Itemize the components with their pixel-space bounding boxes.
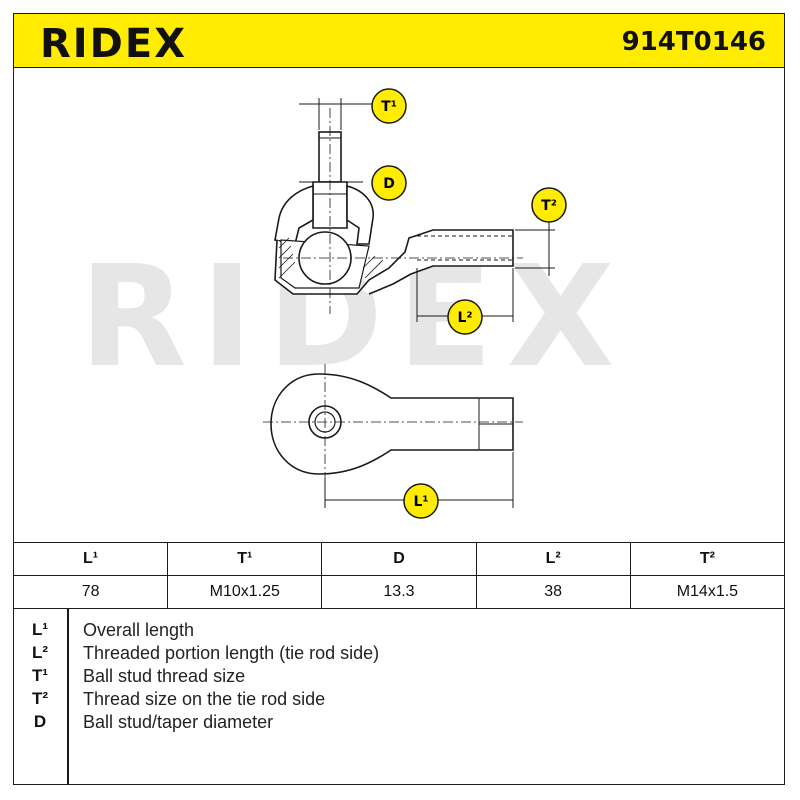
brand-logo: RIDEX [40, 21, 188, 67]
legend-divider [67, 609, 69, 785]
legend-item: D Ball stud/taper diameter [13, 711, 785, 733]
callout-d-label: D [383, 176, 395, 192]
legend-key: T¹ [31, 666, 49, 685]
tie-rod-end-drawing: T¹ D T² L² L¹ [263, 88, 567, 519]
legend-text: Threaded portion length (tie rod side) [83, 643, 380, 663]
legend-key: T² [31, 689, 49, 708]
legend-key: L² [31, 643, 49, 662]
callout-t2: T² [531, 187, 567, 223]
dimensions-table: L¹ T¹ D L² T² 78 M10x1.25 13.3 38 M14x1.… [12, 542, 786, 609]
callout-l1: L¹ [403, 483, 439, 519]
callout-t1: T¹ [371, 88, 407, 124]
legend-item: T² Thread size on the tie rod side [13, 688, 785, 710]
value-l2: 38 [475, 575, 631, 609]
header-d: D [321, 542, 477, 576]
legend-text: Thread size on the tie rod side [83, 689, 326, 709]
value-d: 13.3 [321, 575, 477, 609]
legend-text: Ball stud/taper diameter [83, 712, 274, 732]
header-t1: T¹ [167, 542, 323, 576]
callout-t1-label: T¹ [381, 99, 397, 115]
callout-t2-label: T² [541, 198, 557, 214]
legend-item: L² Threaded portion length (tie rod side… [13, 642, 785, 664]
legend-panel: L¹ Overall length L² Threaded portion le… [13, 609, 785, 785]
dust-boot-right [346, 184, 374, 245]
callout-l1-label: L¹ [413, 494, 428, 510]
part-number: 914T0146 [621, 27, 766, 57]
callout-d: D [371, 165, 407, 201]
legend-item: T¹ Ball stud thread size [13, 665, 785, 687]
header-bar: RIDEX 914T0146 [13, 13, 785, 68]
value-l1: 78 [12, 575, 169, 609]
dust-boot-left [274, 184, 314, 245]
callout-l2-label: L² [457, 310, 472, 326]
housing-top-outline [270, 373, 514, 475]
header-l1: L¹ [12, 542, 169, 576]
dimensions-header-row: L¹ T¹ D L² T² [12, 542, 786, 576]
dim-t1 [299, 98, 373, 130]
top-view [263, 364, 523, 482]
header-l2: L² [475, 542, 631, 576]
header-t2: T² [629, 542, 786, 576]
callout-l2: L² [447, 299, 483, 335]
side-view [274, 108, 523, 314]
dim-t2 [515, 220, 555, 276]
legend-key: L¹ [31, 620, 49, 639]
legend-item: L¹ Overall length [13, 619, 785, 641]
dimensions-value-row: 78 M10x1.25 13.3 38 M14x1.5 [12, 575, 786, 609]
technical-drawing: RIDEX [13, 68, 785, 542]
legend-key: D [33, 712, 47, 731]
legend-text: Overall length [83, 620, 195, 640]
value-t1: M10x1.25 [167, 575, 323, 609]
legend-text: Ball stud thread size [83, 666, 246, 686]
value-t2: M14x1.5 [629, 575, 786, 609]
